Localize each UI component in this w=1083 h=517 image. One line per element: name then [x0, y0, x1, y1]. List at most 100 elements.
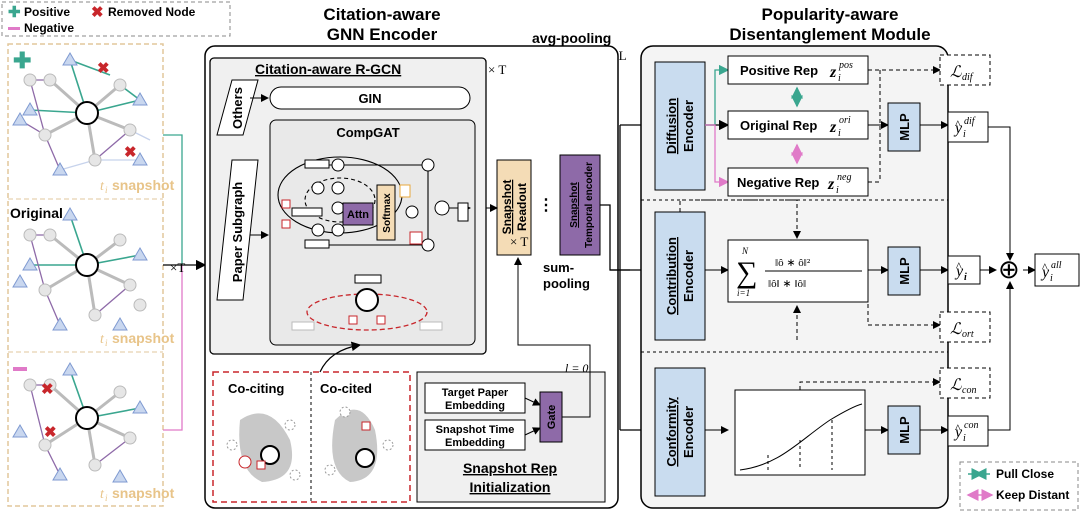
co-cited-graph [324, 406, 394, 482]
readout-line2: Readout [515, 183, 529, 231]
contribution-line2: Encoder [681, 250, 696, 302]
legend-positive-label: Positive [24, 5, 70, 19]
positive-plus-icon: ✚ [8, 4, 21, 21]
loss-con-l: ℒ [950, 377, 962, 394]
attn-box [342, 202, 374, 226]
loss-dif-box [939, 54, 991, 86]
mlp1-label: MLP [897, 113, 912, 141]
loss-con-box [939, 367, 991, 399]
snapshot-i-1: i [105, 185, 108, 195]
conformity-line2: Encoder [681, 406, 696, 458]
snapshot-readout-box [496, 159, 532, 256]
snapshot-t-2: t [100, 332, 105, 347]
y-hat: y [954, 263, 964, 280]
mlp3-label: MLP [897, 416, 912, 444]
snapshot-time-line1: Snapshot Time [436, 424, 515, 436]
diffusion-line2: Encoder [681, 100, 696, 152]
loss-dif-l: ℒ [950, 64, 962, 81]
bar-icon-2 [409, 231, 423, 245]
gate-label: Gate [546, 405, 558, 429]
svg-text:✖: ✖ [44, 424, 57, 441]
z-pos: z [829, 64, 837, 81]
neighbour-sketch [291, 274, 443, 331]
temporal-line2: Temporal encoder [584, 162, 595, 248]
negative-graph: ✖ ✖ [12, 362, 148, 483]
times-t-left: ×T [170, 260, 185, 275]
loss-con-sub: con [962, 385, 976, 396]
y-con-sup: con [964, 420, 978, 431]
compgat-small-squares [281, 159, 469, 249]
loss-dif-sub: dif [962, 72, 974, 83]
removed-cross-icon: ✖ [91, 4, 104, 21]
hat-all: ^ [1042, 260, 1048, 274]
y-hat-box [947, 255, 981, 285]
svg-text:✖: ✖ [41, 381, 54, 398]
dm-title-1: Popularity-aware [762, 5, 899, 24]
pull-close-label: Pull Close [996, 467, 1054, 481]
target-paper-box [424, 382, 526, 414]
contribution-line1: Contribution [664, 237, 679, 315]
original-rep-label: Original Rep [740, 118, 817, 133]
mlp2-label: MLP [897, 257, 912, 285]
mlp3-box [887, 405, 921, 455]
keep-distant-label: Keep Distant [996, 488, 1069, 502]
positive-panel-icon: ✚ [13, 48, 31, 73]
legend-negative-label: Negative [24, 21, 74, 35]
loss-ort-sub: ort [962, 329, 974, 340]
l-zero-label: l = 0 [565, 361, 588, 375]
snapshot-label-bottom: snapshot [112, 485, 175, 501]
snapshot-i-3: i [105, 493, 108, 503]
temporal-line1: Snapshot [569, 182, 580, 228]
z-ori: z [829, 119, 837, 136]
diffusion-encoder-box [654, 61, 706, 191]
co-citing-graph [226, 413, 301, 482]
target-paper-line2: Embedding [445, 400, 505, 412]
snapshot-label-mid: snapshot [112, 330, 175, 346]
snapshot-panels: ✚ [7, 43, 175, 507]
original-graph [12, 207, 148, 331]
negative-minus-icon [8, 27, 20, 30]
z-neg-i: i [836, 185, 839, 196]
z-neg: z [827, 176, 835, 193]
formula-numerator: ‖ô ∗ ô‖² [775, 257, 811, 269]
arrow-legend: Pull Close Keep Distant [959, 461, 1079, 511]
mlp2-box [887, 246, 921, 296]
loss-ort-l: ℒ [950, 321, 962, 338]
conformity-line1: Conformity [664, 397, 679, 467]
svg-text:✖: ✖ [97, 60, 110, 77]
co-cited-label: Co-cited [320, 381, 372, 396]
init-title-1: Snapshot Rep [463, 460, 557, 476]
compgat-ops [311, 158, 450, 252]
times-t-mid: × T [510, 234, 528, 249]
others-shape [216, 79, 259, 136]
gin-label: GIN [358, 91, 381, 106]
y-all-i: i [1050, 273, 1053, 284]
temporal-encoder-box [559, 154, 601, 256]
sum-n: N [741, 246, 749, 256]
snapshot-label-top: snapshot [112, 177, 175, 193]
sum-symbol: ∑ [736, 256, 757, 289]
negative-rep-label: Negative Rep [737, 175, 819, 190]
z-ori-sup: ori [839, 115, 851, 126]
z-pos-sup: pos [838, 60, 853, 71]
avg-pooling-label: avg-pooling [532, 30, 611, 46]
softmax-box [376, 184, 396, 241]
y-all: y [1040, 264, 1050, 281]
hat-main: ^ [956, 259, 962, 273]
target-paper-line1: Target Paper [442, 387, 509, 399]
negative-panel-icon [13, 367, 27, 371]
times-t-top: × T [488, 62, 506, 77]
y-dif-box [947, 111, 989, 143]
conformity-curve-box [734, 389, 866, 476]
readout-line1: Snapshot [500, 180, 514, 235]
paper-subgraph-shape [216, 159, 259, 301]
dm-title-2: Disentanglement Module [729, 25, 930, 44]
loss-ort-box [939, 311, 991, 343]
y-hat-i: i [964, 272, 967, 283]
rgcn-title: Citation-aware R-GCN [255, 61, 401, 77]
original-rep-box [727, 110, 869, 140]
compgat-box [269, 119, 476, 346]
formula-denominator: ‖ô‖ ∗ ‖ô‖ [768, 278, 806, 290]
mlp1-box [887, 102, 921, 152]
